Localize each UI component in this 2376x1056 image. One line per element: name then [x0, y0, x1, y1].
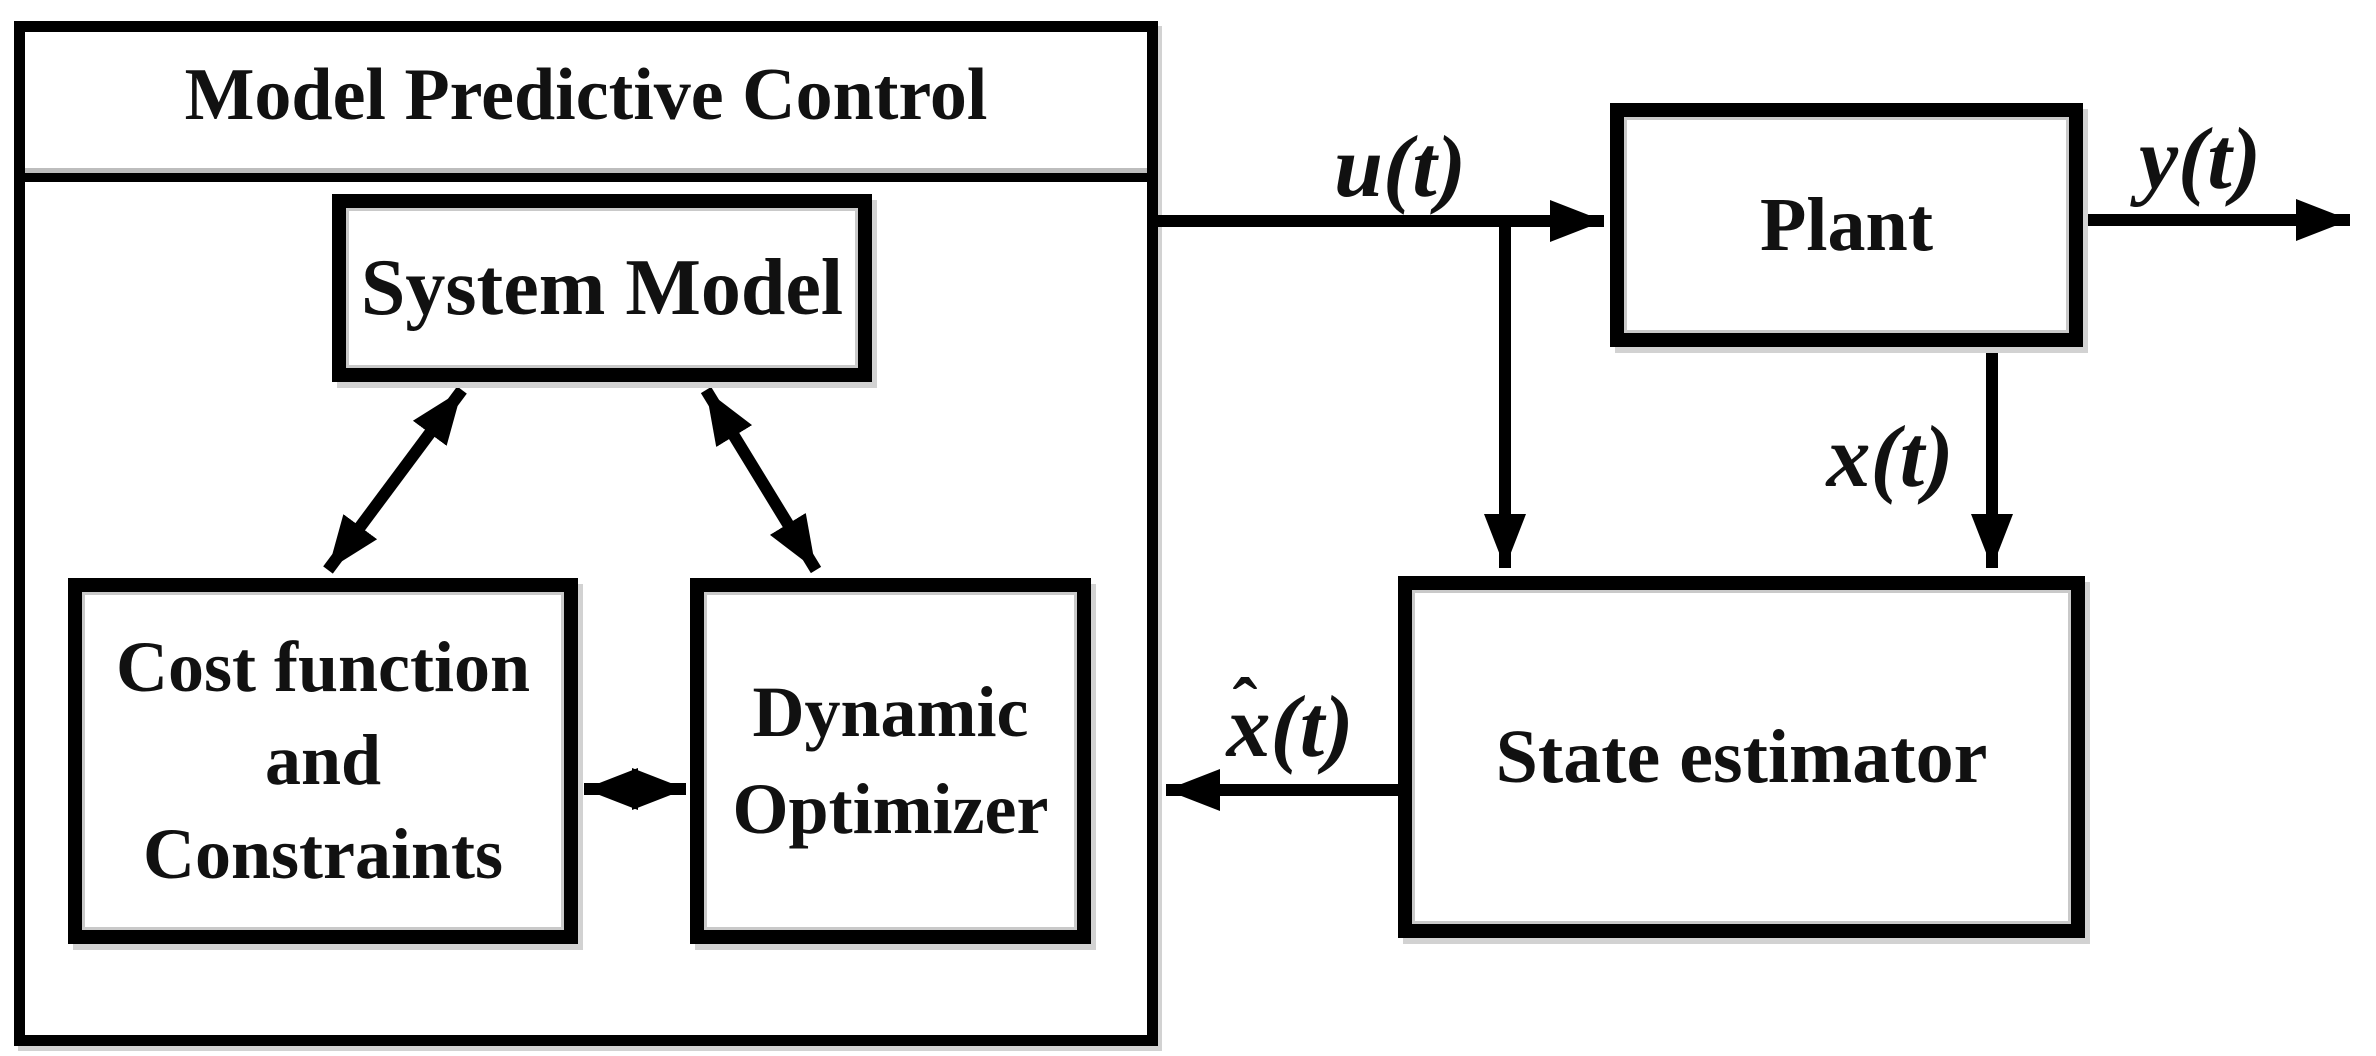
mpc-header-divider — [25, 168, 1147, 182]
dynamic-optimizer-label: Dynamic Optimizer — [732, 671, 1049, 849]
dynamic-optimizer-box: Dynamic Optimizer — [690, 578, 1091, 944]
x-hat-rest: (t) — [1270, 679, 1354, 776]
y-signal-label: y(t) — [2138, 111, 2262, 208]
system-model-box: System Model — [332, 194, 872, 382]
model-cost-double-arrow — [323, 386, 467, 574]
plant-box: Plant — [1610, 103, 2083, 347]
cost-function-label: Cost function and Constraints — [115, 626, 531, 894]
cost-function-box: Cost function and Constraints — [68, 578, 578, 944]
system-model-label: System Model — [360, 243, 844, 332]
plant-label: Plant — [1759, 182, 1934, 267]
state-estimator-box: State estimator — [1398, 576, 2085, 938]
state-estimator-label: State estimator — [1495, 714, 1988, 799]
hat-accent: ˆ — [1232, 663, 1258, 747]
x-signal-label: x(t) — [1826, 409, 1954, 506]
model-optimizer-double-arrow — [700, 386, 822, 574]
u-signal-label: u(t) — [1334, 119, 1466, 216]
mpc-title: Model Predictive Control — [184, 54, 988, 136]
